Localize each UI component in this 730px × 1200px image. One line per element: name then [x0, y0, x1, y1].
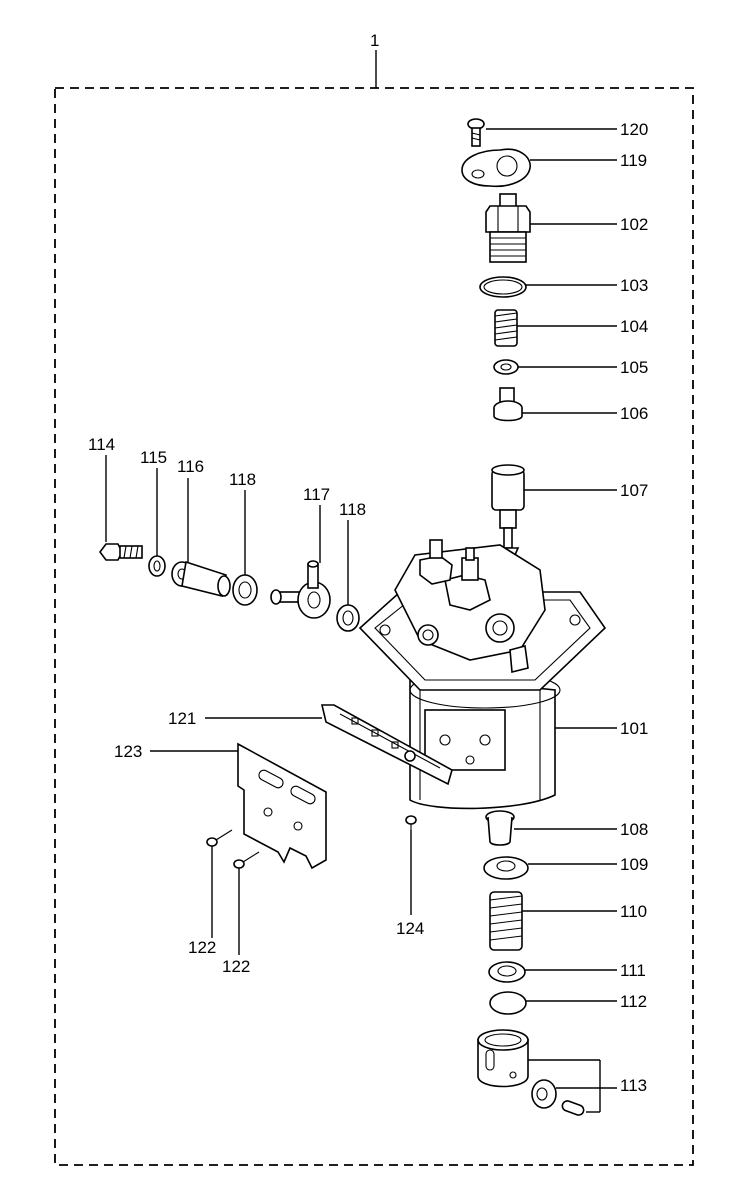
part-103-o-ring — [479, 276, 527, 298]
part-122-screw-b — [233, 851, 260, 869]
part-113-tappet-assembly — [477, 1029, 585, 1116]
callout-109: 109 — [620, 855, 648, 874]
callout-121: 121 — [168, 709, 196, 728]
callout-122a: 122 — [188, 938, 216, 957]
part-105-washer — [493, 359, 519, 375]
part-104-spring — [494, 309, 518, 347]
callout-119: 119 — [620, 151, 647, 170]
part-112-shim — [489, 991, 527, 1015]
callout-104: 104 — [620, 317, 648, 336]
part-101-pump-housing — [358, 539, 607, 810]
callout-116: 116 — [177, 457, 204, 476]
assembly-boundary — [54, 87, 694, 1166]
part-120-screw — [467, 118, 485, 147]
part-124-pin — [405, 815, 417, 830]
part-121-control-rack — [320, 704, 453, 786]
part-118-washer-left — [232, 574, 258, 606]
part-102-valve-holder — [485, 193, 531, 263]
callout-111: 111 — [620, 961, 646, 980]
part-106-delivery-valve — [493, 387, 523, 422]
callout-106: 106 — [620, 404, 648, 423]
callout-103: 103 — [620, 276, 648, 295]
part-117-banjo-fitting — [270, 560, 331, 619]
part-116-connector — [171, 560, 231, 597]
callout-101: 101 — [620, 719, 648, 738]
part-109-spring-seat — [483, 856, 529, 880]
callout-113: 113 — [620, 1076, 647, 1095]
part-110-spring — [489, 891, 523, 951]
part-118-washer-right — [336, 604, 360, 632]
part-114-banjo-bolt — [99, 543, 143, 561]
callout-123: 123 — [114, 742, 142, 761]
callout-105: 105 — [620, 358, 648, 377]
callout-115: 115 — [140, 448, 167, 467]
callout-120: 120 — [620, 120, 648, 139]
callout-117: 117 — [303, 485, 330, 504]
callout-108: 108 — [620, 820, 648, 839]
assembly-label: 1 — [370, 31, 379, 50]
part-115-washer — [148, 555, 166, 577]
callout-118b: 118 — [339, 500, 366, 519]
callout-124: 124 — [396, 919, 424, 938]
callout-107: 107 — [620, 481, 648, 500]
callout-118a: 118 — [229, 470, 256, 489]
part-119-lock-plate — [461, 148, 531, 188]
part-123-plate — [237, 742, 327, 870]
part-108-sleeve — [485, 810, 515, 846]
callout-114: 114 — [88, 435, 115, 454]
callout-110: 110 — [620, 902, 647, 921]
callout-112: 112 — [620, 992, 647, 1011]
part-122-screw-a — [206, 829, 233, 847]
part-111-lower-seat — [488, 961, 526, 983]
callout-102: 102 — [620, 215, 648, 234]
callout-122b: 122 — [222, 957, 250, 976]
